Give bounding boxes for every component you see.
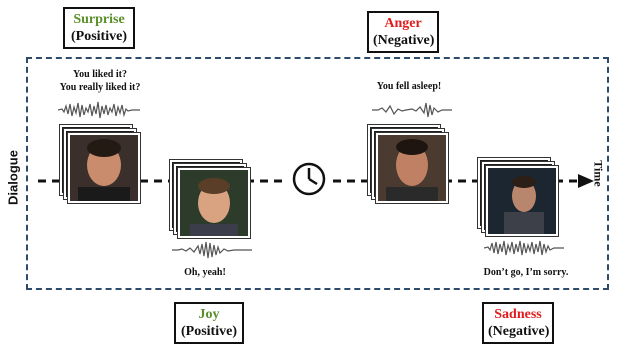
waveform-icon <box>484 240 564 256</box>
polarity-label: (Negative) <box>488 324 550 339</box>
emotion-box-joy: Joy (Positive) <box>174 302 244 344</box>
utterance-1: You liked it? You really liked it? <box>59 69 141 93</box>
emotion-label: Sadness <box>494 307 542 322</box>
utterance-4: Don’t go, I’m sorry. <box>483 267 569 278</box>
polarity-label: (Negative) <box>373 33 435 48</box>
emotion-label: Surprise <box>73 12 125 27</box>
face-stack-4 <box>478 158 558 238</box>
waveform-icon <box>58 101 140 119</box>
time-label: Time <box>591 160 606 187</box>
arrow-right-icon <box>578 174 594 188</box>
face-stack-2 <box>170 160 250 240</box>
emotion-box-surprise: Surprise (Positive) <box>63 7 135 49</box>
polarity-label: (Positive) <box>181 324 237 339</box>
emotion-label: Anger <box>384 16 422 31</box>
face-stack-1 <box>60 125 140 205</box>
emotion-box-sadness: Sadness (Negative) <box>482 302 554 344</box>
face-stack-3 <box>368 125 448 205</box>
face-photo <box>376 133 448 203</box>
polarity-label: (Positive) <box>71 29 127 44</box>
utterance-3: You fell asleep! <box>376 81 442 92</box>
clock-icon <box>292 162 326 196</box>
dialogue-frame <box>26 57 609 290</box>
face-photo <box>68 133 140 203</box>
waveform-icon <box>172 241 252 259</box>
emotion-box-anger: Anger (Negative) <box>367 11 439 53</box>
waveform-icon <box>372 102 452 118</box>
face-photo <box>486 166 558 236</box>
face-photo <box>178 168 250 238</box>
emotion-label: Joy <box>198 307 220 322</box>
utterance-2: Oh, yeah! <box>184 267 226 278</box>
